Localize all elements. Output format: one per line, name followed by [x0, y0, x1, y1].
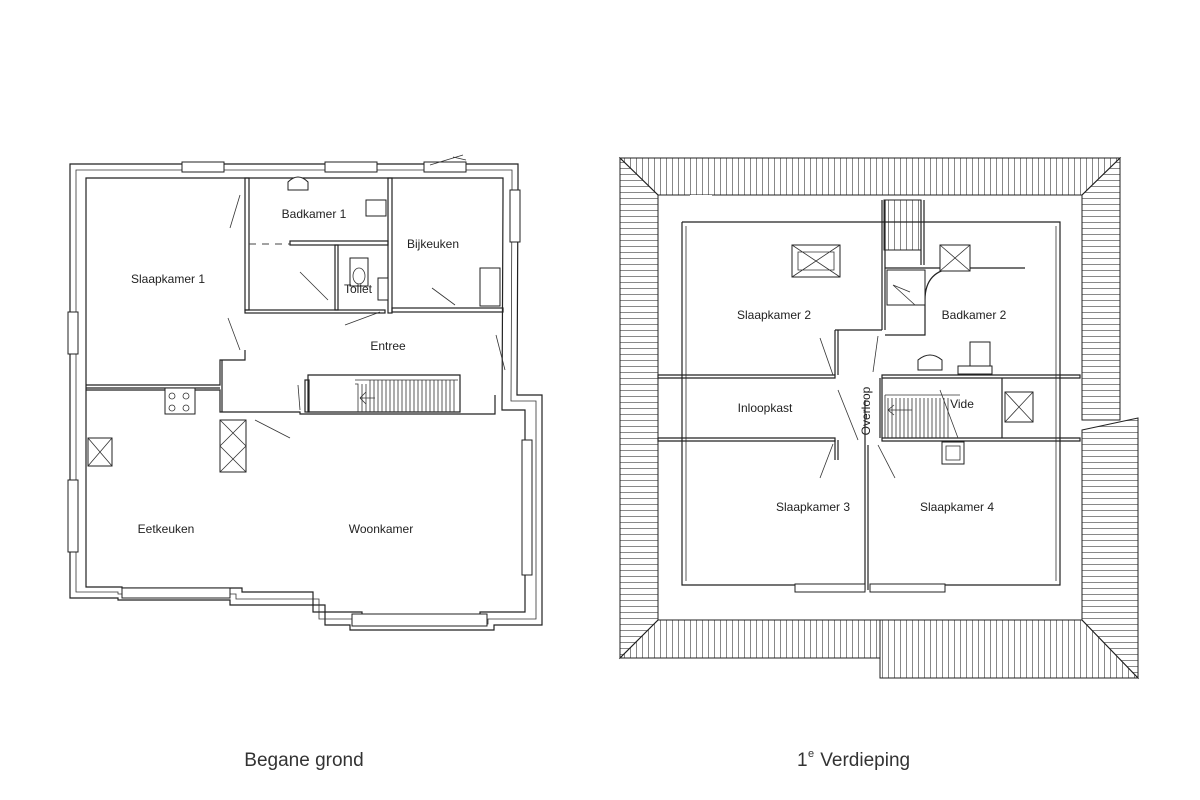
caption-verdieping-number: 1 [797, 750, 808, 771]
bijkeuken-counter [479, 267, 501, 307]
label-badkamer2: Badkamer 2 [942, 308, 1007, 322]
window-left-1 [67, 311, 79, 355]
label-slaapkamer2: Slaapkamer 2 [737, 308, 811, 322]
toilet-bowl [349, 257, 369, 287]
label-woonkamer: Woonkamer [349, 522, 413, 536]
sink-badkamer2 [917, 354, 943, 371]
label-eetkeuken: Eetkeuken [138, 522, 195, 536]
window-left-2 [67, 479, 79, 553]
label-slaapkamer4: Slaapkamer 4 [920, 500, 994, 514]
ground-floor-plan: Slaapkamer 1 Badkamer 1 Bijkeuken Toilet… [67, 154, 543, 631]
roof-bottom-left [618, 619, 881, 659]
label-badkamer1: Badkamer 1 [282, 207, 347, 221]
toilet-sink [377, 277, 389, 301]
label-overloop: Overloop [859, 386, 873, 435]
caption-verdieping: 1 e Verdieping [797, 748, 910, 771]
caption-verdieping-sup: e [808, 748, 814, 760]
label-entree: Entree [370, 339, 406, 353]
wall-overloop-left [834, 330, 839, 460]
label-bijkeuken: Bijkeuken [407, 237, 459, 251]
toilet-badkamer2 [969, 341, 991, 369]
bath-toilet [365, 199, 387, 217]
label-inloopkast: Inloopkast [738, 401, 793, 415]
caption-verdieping-text: Verdieping [815, 750, 910, 771]
roof-left [619, 156, 659, 660]
stairs-first [884, 389, 960, 439]
window-right-1 [509, 189, 521, 243]
hob-unit [219, 419, 247, 473]
wall-slaapkamer1-right [244, 177, 250, 311]
first-floor-plan: Slaapkamer 2 Badkamer 2 Inloopkast Overl… [618, 156, 1140, 680]
label-slaapkamer3: Slaapkamer 3 [776, 500, 850, 514]
stairs-ground [304, 374, 461, 413]
window-slaapkamer3 [794, 583, 866, 593]
window-top-1 [181, 161, 225, 173]
shower [886, 269, 926, 306]
window-top-3 [423, 161, 467, 173]
skylight-slaapkamer4 [941, 441, 965, 465]
label-vide: Vide [950, 397, 974, 411]
bath-sink [287, 176, 309, 191]
caption-begane-grond: Begane grond [244, 750, 363, 771]
window-slaapkamer4 [869, 583, 946, 593]
label-toilet: Toilet [344, 282, 373, 296]
cooktop [164, 387, 196, 415]
ground-outer-wall [69, 163, 543, 631]
roof-top [618, 157, 1122, 196]
window-bottom-2 [351, 613, 488, 627]
window-right-2 [521, 439, 533, 576]
roof-bottom-right [879, 619, 1140, 679]
label-slaapkamer1: Slaapkamer 1 [131, 272, 205, 286]
window-top-2 [324, 161, 378, 173]
roof-right-top [1081, 156, 1121, 421]
window-bottom-1 [121, 587, 231, 599]
